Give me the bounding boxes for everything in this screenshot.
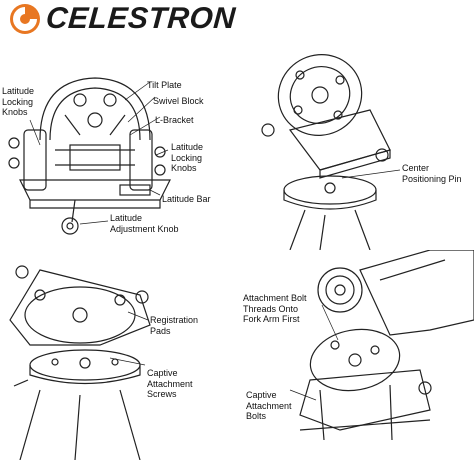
label-latitude-locking-knobs-left: Latitude Locking Knobs [2, 86, 35, 117]
label-center-positioning-pin: Center Positioning Pin [402, 163, 462, 184]
label-registration-pads: Registration Pads [150, 315, 199, 336]
label-captive-attachment-screws: Captive Attachment Screws [147, 368, 193, 399]
label-latitude-adjustment-knob: Latitude Adjustment Knob [110, 213, 179, 234]
brand-name: CELESTRON [44, 2, 237, 35]
panel-wedge-underside [9, 265, 151, 460]
label-latitude-locking-knobs-right: Latitude Locking Knobs [171, 142, 204, 173]
celestron-swirl-icon [10, 4, 40, 34]
label-attachment-bolt: Attachment Bolt Threads Onto Fork Arm Fi… [243, 293, 307, 324]
label-tilt-plate: Tilt Plate [147, 80, 182, 90]
label-latitude-bar: Latitude Bar [162, 194, 211, 204]
panel-fork-attachment [289, 250, 474, 441]
label-l-bracket: L-Bracket [155, 115, 194, 125]
panel-wedge-front [8, 77, 171, 235]
label-captive-attachment-bolts: Captive Attachment Bolts [246, 390, 292, 421]
panel-wedge-on-tripod [261, 54, 401, 250]
celestron-logo: CELESTRON [8, 2, 237, 36]
label-swivel-block: Swivel Block [153, 96, 204, 106]
